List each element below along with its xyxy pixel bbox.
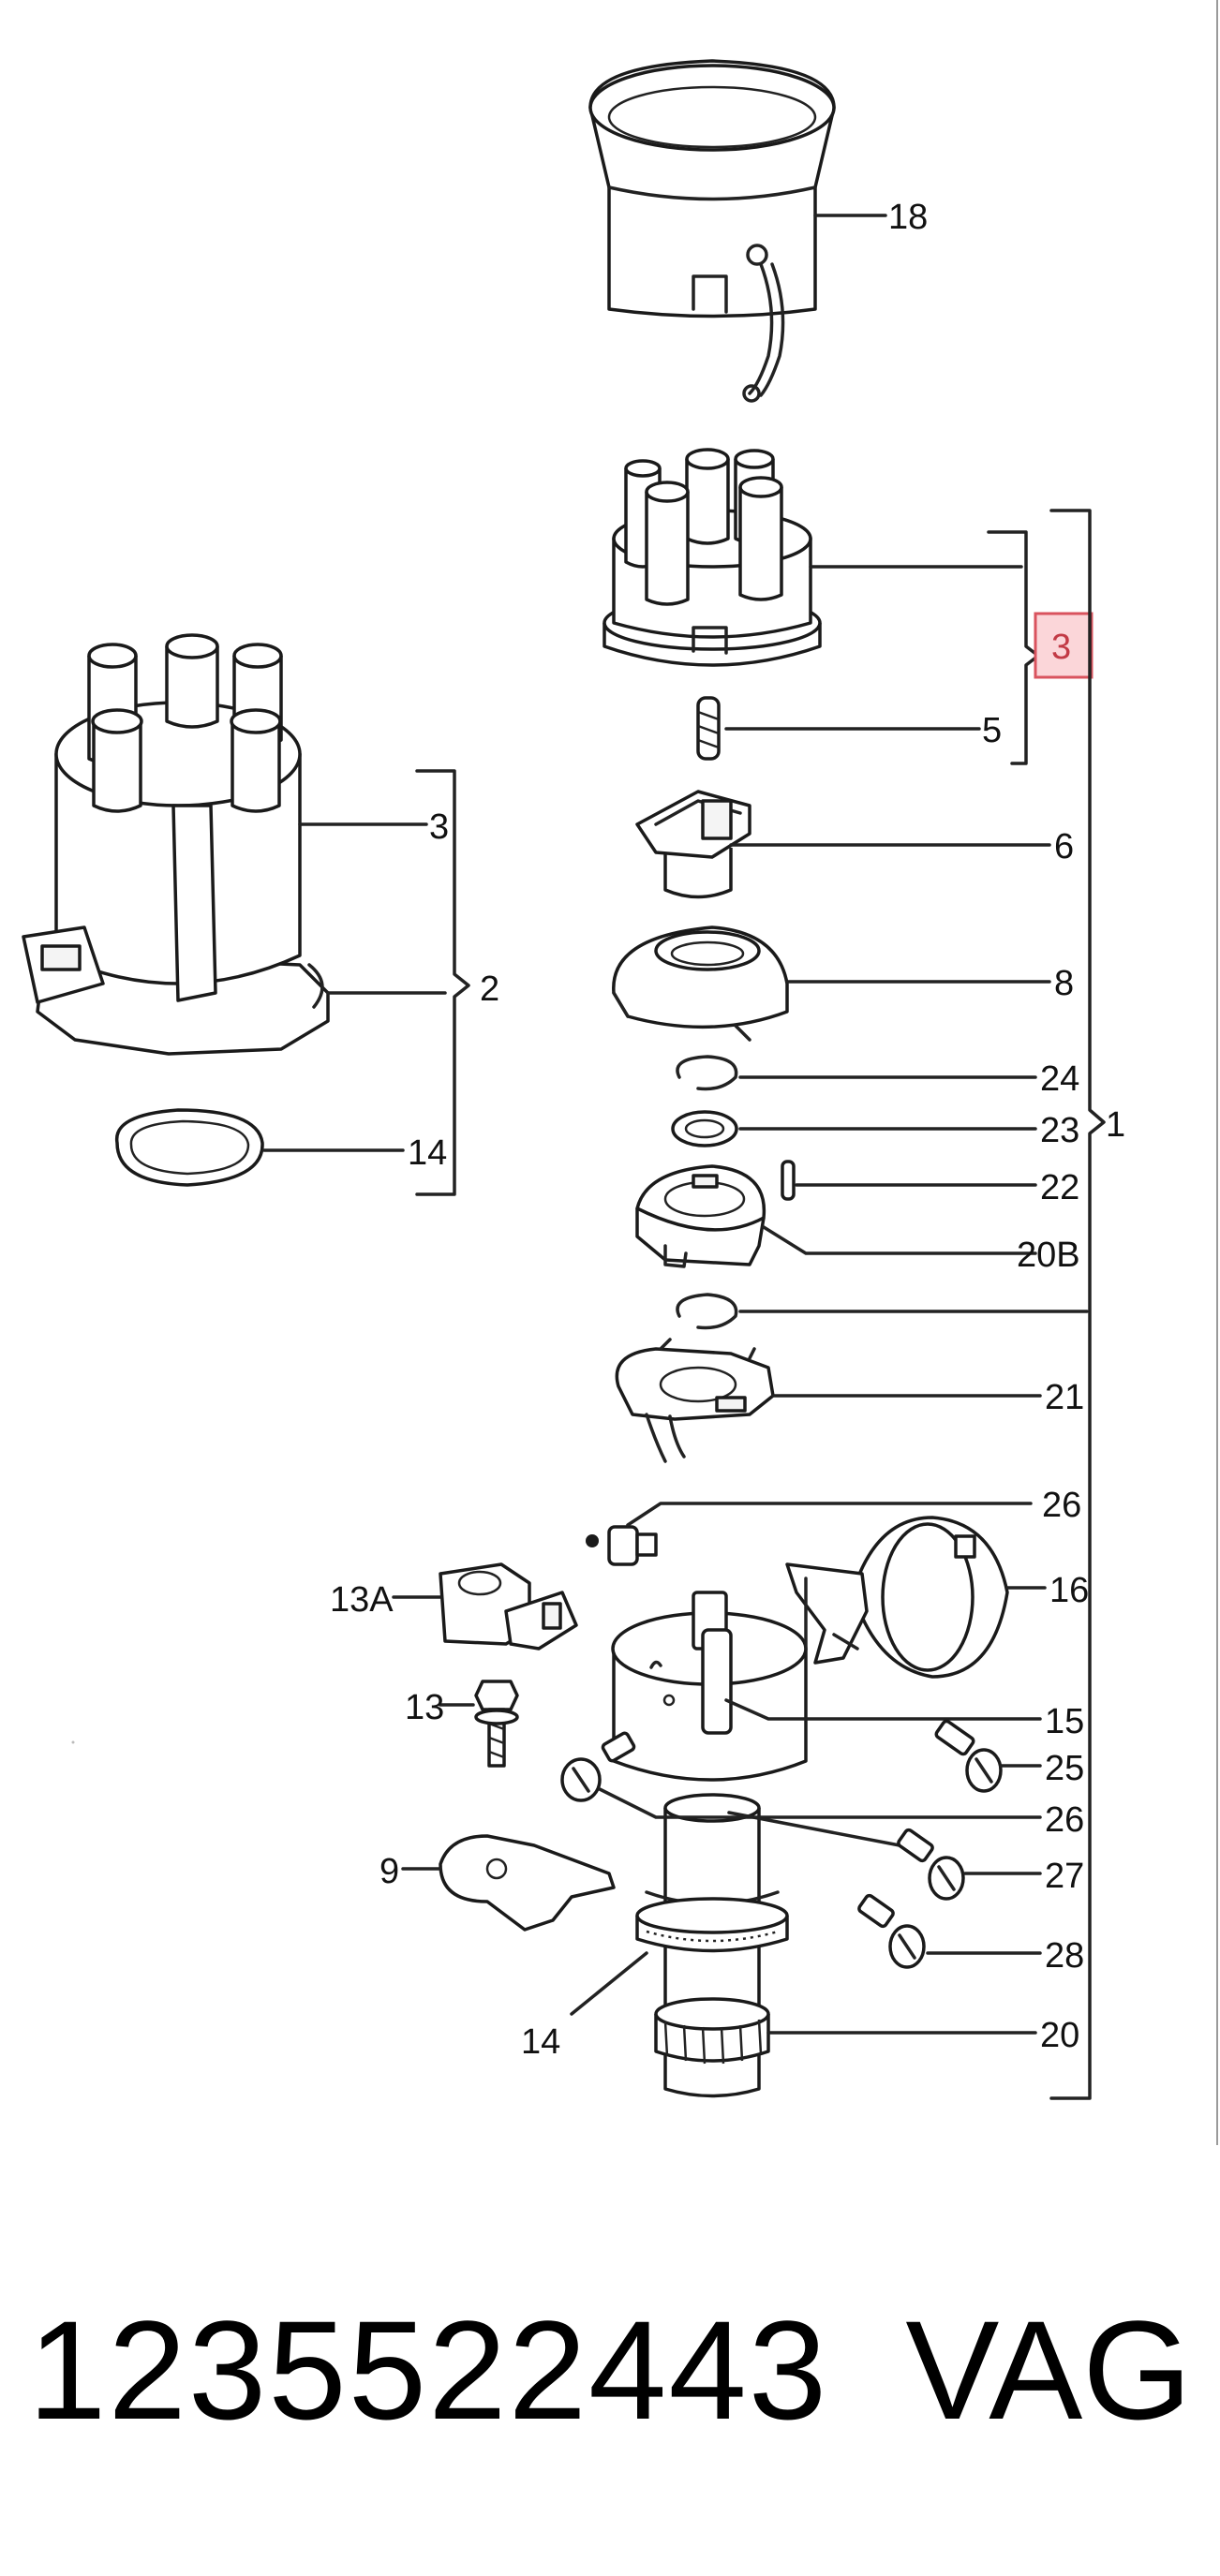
part-3-distributor-cap [603,448,822,667]
label-13: 13 [405,1688,444,1727]
part-16-vacuum-unit [785,1516,1009,1679]
label-2: 2 [480,970,499,1009]
label-22: 22 [1040,1168,1079,1207]
label-14-bottom: 14 [521,2022,560,2062]
distributor-housing [611,1591,808,2098]
label-26-lower: 26 [1045,1800,1084,1840]
part-27-screw [897,1828,965,1901]
label-15: 15 [1045,1702,1084,1741]
part-23-washer [671,1110,738,1147]
part-26-screw-lower [560,1731,636,1802]
circlip-lower [676,1293,738,1330]
page-edge-line [1216,0,1218,2145]
footer: 1235522443 VAG [0,2286,1220,2454]
part-9-clamp-plate [439,1834,616,1932]
part-14-o-ring-left [115,1108,264,1187]
brand-text: VAG [905,2291,1192,2449]
label-20B: 20B [1017,1236,1080,1275]
label-5: 5 [982,711,1002,750]
label-28: 28 [1045,1936,1084,1976]
label-3-left: 3 [429,807,449,847]
label-3-highlighted: 3 [1051,628,1071,667]
label-20: 20 [1040,2016,1079,2055]
label-23: 23 [1040,1111,1079,1150]
part-13A-clamp [439,1562,578,1651]
label-25: 25 [1045,1749,1084,1788]
label-16: 16 [1049,1571,1089,1610]
part-6-rotor [635,790,751,899]
part-5-carbon-brush [696,696,721,761]
label-9: 9 [379,1852,399,1891]
part-21-pickup-assembly [615,1338,775,1463]
part-24-circlip [676,1055,738,1091]
label-13A: 13A [330,1580,394,1620]
label-6: 6 [1054,827,1074,866]
part-25-screw [934,1719,1003,1793]
label-27: 27 [1045,1857,1084,1896]
label-18: 18 [888,198,928,237]
part-number-text: 1235522443 [28,2291,829,2449]
highlight-box-3 [1034,612,1094,679]
part-26-screw-upper [586,1525,658,1566]
label-21: 21 [1045,1378,1084,1417]
label-8: 8 [1054,964,1074,1003]
part-22-pin [781,1160,796,1201]
label-14-left: 14 [408,1133,447,1173]
part-8-dust-shield [612,925,789,1042]
label-1: 1 [1106,1105,1125,1145]
part-13-bolt [474,1680,519,1768]
part-28-screw [857,1893,926,1969]
label-24: 24 [1040,1059,1079,1099]
part-20B-breaker-plate [635,1164,766,1268]
label-26-upper: 26 [1042,1486,1081,1525]
part-2-distributor-assembly [22,633,330,1056]
part-18-boot [588,59,836,403]
